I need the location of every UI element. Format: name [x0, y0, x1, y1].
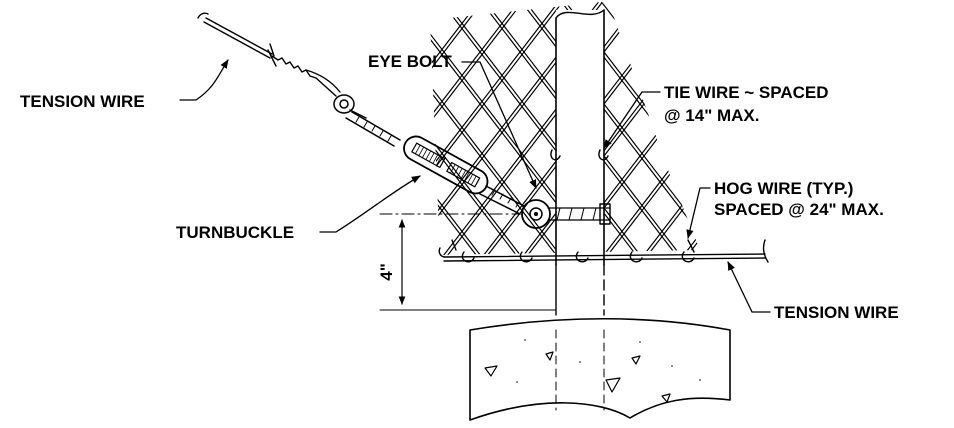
- wire-eye: [333, 94, 367, 119]
- tie-wire-label-line2: @ 14" MAX.: [664, 106, 760, 125]
- hog-wire-label-line1: HOG WIRE (TYP.): [714, 179, 853, 198]
- eye-bolt: [521, 199, 611, 229]
- dimension-label: 4": [377, 263, 396, 281]
- dimension-4in: [379, 213, 557, 311]
- bottom-tension-wire: [438, 239, 769, 263]
- hog-wire-label-line2: SPACED @ 24" MAX.: [714, 200, 884, 219]
- fence-post: [555, 9, 605, 316]
- turnbuckle: [345, 111, 525, 215]
- concrete-footing: [469, 317, 731, 421]
- tension-wire-top-label: TENSION WIRE: [20, 92, 145, 111]
- chain-link-mesh: [430, 2, 700, 255]
- turnbuckle-label: TURNBUCKLE: [176, 223, 294, 242]
- tension-wire-bottom-label: TENSION WIRE: [774, 303, 899, 322]
- tie-wire-label-line1: TIE WIRE ~ SPACED: [664, 83, 829, 102]
- hog-rings: [451, 239, 695, 263]
- top-tension-wire: [197, 12, 341, 97]
- tie-wires: [550, 149, 609, 161]
- eye-bolt-label: EYE BOLT: [368, 52, 452, 71]
- leader-lines: [179, 59, 771, 313]
